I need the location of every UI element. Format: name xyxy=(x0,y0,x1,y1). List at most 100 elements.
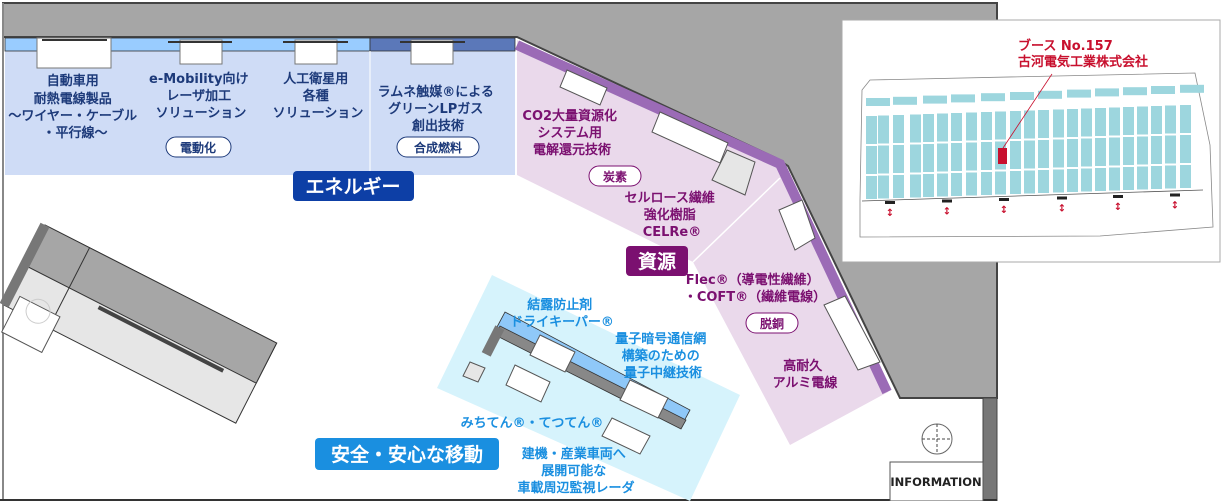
display-panel xyxy=(601,417,651,455)
hall-booth-cell xyxy=(1038,140,1049,168)
hall-booth-cell xyxy=(1123,107,1134,135)
hall-booth-cell xyxy=(1024,110,1035,139)
hall-booth-cell xyxy=(1081,138,1092,167)
energy-label: エネルギー xyxy=(293,171,414,201)
hall-booth-cell xyxy=(1180,105,1191,133)
svg-text:合成燃料: 合成燃料 xyxy=(414,140,462,155)
hall-booth-cell xyxy=(1109,167,1120,191)
display-panel xyxy=(559,69,608,106)
hall-entrance xyxy=(1113,195,1123,198)
hall-booth-cell xyxy=(1010,141,1021,169)
display-panel xyxy=(294,39,338,65)
hall-booth-cell xyxy=(1123,87,1147,96)
svg-text:資源: 資源 xyxy=(638,250,676,273)
hall-booth-cell xyxy=(951,143,962,171)
exhibit-surround-radar: 建機・産業車両へ 展開可能な 車載周辺監視レーダ xyxy=(517,446,634,496)
tag-synthetic-fuel: 合成燃料 xyxy=(396,136,480,158)
exhibit-lp-gas: ラムネ触媒®による グリーンLPガス 創出技術 xyxy=(378,84,499,134)
hall-booth-cell xyxy=(1151,106,1162,134)
svg-text:電動化: 電動化 xyxy=(180,140,216,155)
hall-booth-cell xyxy=(1081,168,1092,192)
svg-text:INFORMATION: INFORMATION xyxy=(890,475,981,489)
arrow-updown-icon: ↕ xyxy=(1114,202,1122,213)
exhibit-automotive-wire: 自動車用 耐熱電線製品 〜ワイヤー・ケーブル ・平行線〜 xyxy=(8,73,141,141)
hall-booth-cell xyxy=(878,145,889,174)
display-panel xyxy=(529,334,576,373)
hall-booth-cell xyxy=(1109,137,1120,166)
hall-booth-cell xyxy=(1067,89,1091,98)
hall-booth-cell xyxy=(1038,110,1049,138)
hall-booth-cell xyxy=(1024,140,1035,169)
hall-booth-cell xyxy=(1067,169,1078,192)
exhibit-satellite: 人工衛星用 各種 ソリューション xyxy=(273,71,364,121)
exhibit-co2: CO2大量資源化 システム用 電解還元技術 xyxy=(522,108,621,158)
hall-booth-cell xyxy=(1038,170,1049,193)
hall-booth-cell xyxy=(923,174,934,197)
safety-label: 安全・安心な移動 xyxy=(315,438,499,470)
display-panel xyxy=(711,149,756,196)
hall-booth-cell xyxy=(1109,107,1120,136)
hall-booth-cell xyxy=(1165,165,1176,189)
hall-booth-cell xyxy=(951,173,962,196)
hall-booth-cell xyxy=(1024,170,1035,194)
hall-booth-cell xyxy=(1095,138,1106,166)
hall-booth-cell xyxy=(995,171,1006,195)
hall-booth-cell xyxy=(966,142,977,171)
arrow-updown-icon: ↕ xyxy=(1000,205,1008,216)
hall-booth-cell xyxy=(923,95,947,104)
hall-booth-cell xyxy=(1053,169,1064,193)
display-panel xyxy=(619,379,669,419)
hall-booth-cell xyxy=(1165,135,1176,164)
information-desk: INFORMATION xyxy=(889,423,984,501)
arrow-updown-icon: ↕ xyxy=(943,207,951,218)
hall-booth-cell xyxy=(981,142,992,170)
hall-booth-cell xyxy=(937,113,948,142)
highlight-booth xyxy=(998,148,1007,164)
display-panel xyxy=(410,39,454,65)
display-panel xyxy=(778,199,816,251)
hall-booth-cell xyxy=(893,175,904,198)
hall-booth-cell xyxy=(1095,168,1106,191)
hall-booth-cell xyxy=(1180,84,1204,93)
booth-number: ブース No.157 xyxy=(1018,38,1113,54)
inset-hall-map: ブース No.157 古河電気工業株式会社 ↕↕↕↕↕↕ xyxy=(841,19,1221,263)
hall-booth-cell xyxy=(1010,171,1021,194)
hall-booth-cell xyxy=(866,146,877,174)
hall-booth-cell xyxy=(1137,166,1148,190)
hall-booth-cell xyxy=(910,114,921,143)
hall-entrance xyxy=(999,198,1009,201)
hall-booth-cell xyxy=(1053,109,1064,138)
arrow-updown-icon: ↕ xyxy=(1058,204,1066,215)
hall-booth-cell xyxy=(981,112,992,140)
tag-copper-free: 脱銅 xyxy=(745,312,799,334)
hall-booth-cell xyxy=(1053,139,1064,168)
hall-booth-cell xyxy=(937,173,948,197)
hall-booth-cell xyxy=(1180,165,1191,188)
exhibit-dry-keeper: 結露防止剤 ドライキーパー® xyxy=(510,297,614,330)
hall-booth-cell xyxy=(866,176,877,199)
hall-booth-cell xyxy=(995,111,1006,140)
hall-booth-cell xyxy=(1180,135,1191,163)
hall-booth-cell xyxy=(866,116,877,144)
hall-booth-cell xyxy=(1123,167,1134,190)
hall-booth-cell xyxy=(1123,137,1134,165)
energy-zone: 自動車用 耐熱電線製品 〜ワイヤー・ケーブル ・平行線〜 e-Mobility向… xyxy=(4,37,516,175)
resources-label: 資源 xyxy=(626,246,688,276)
hall-booth-cell xyxy=(923,114,934,142)
hall-booth-cell xyxy=(1151,136,1162,164)
hall-booth-cell xyxy=(1038,90,1062,99)
hall-booth-cell xyxy=(878,115,889,144)
exhibit-michiten-tetsuten: みちてん®・てつてん® xyxy=(461,416,604,431)
display-panel xyxy=(823,295,881,371)
svg-text:脱銅: 脱銅 xyxy=(760,316,784,331)
display-panel xyxy=(179,39,223,65)
exhibit-celre: セルロース繊維 強化樹脂 CELRe® xyxy=(625,190,720,240)
exhibit-laser-processing: e-Mobility向け レーザ加工 ソリューション xyxy=(149,71,253,121)
hall-booth-cell xyxy=(966,172,977,196)
hall-booth-cell xyxy=(937,143,948,172)
hall-booth-cell xyxy=(893,145,904,173)
exhibit-quantum-repeater: 量子暗号通信網 構築のための 量子中継技術 xyxy=(615,331,711,381)
hall-booth-cell xyxy=(1095,108,1106,136)
hall-booth-cell xyxy=(1137,136,1148,165)
